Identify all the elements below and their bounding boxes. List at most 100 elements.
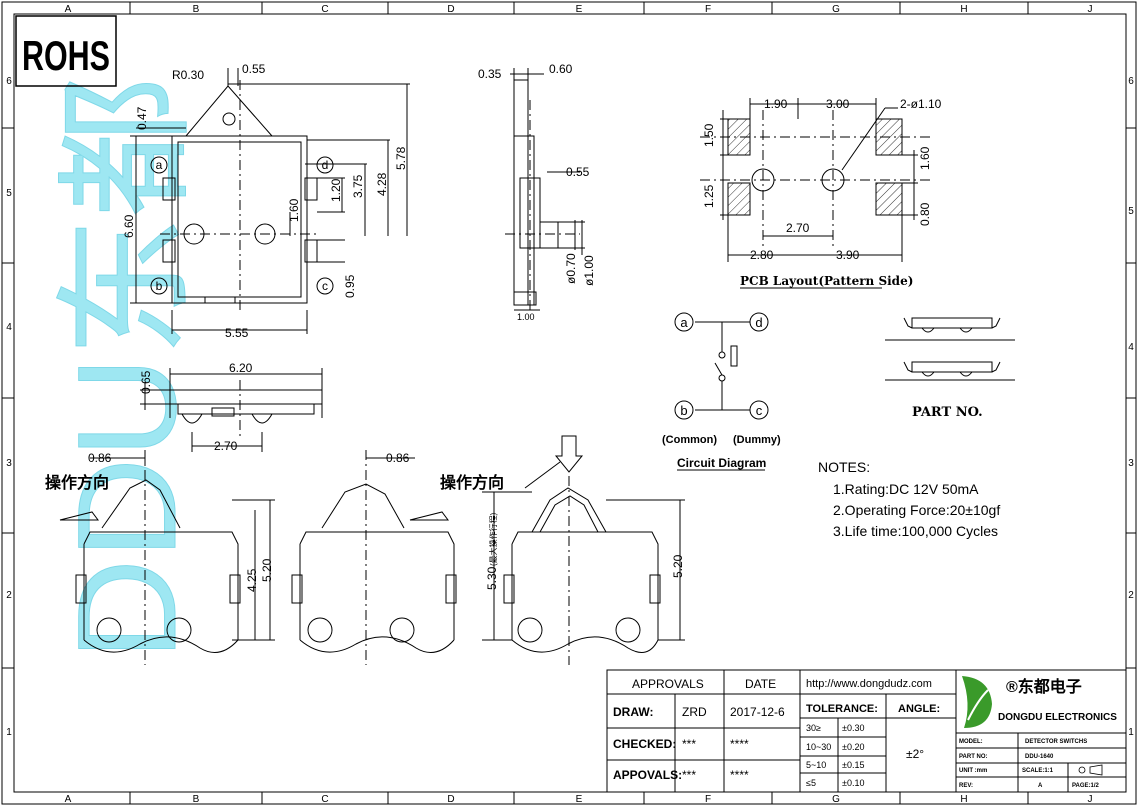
- circuit-title: Circuit Diagram: [677, 456, 766, 470]
- tb-partno-label: PART NO:: [959, 754, 988, 760]
- row-label: 3: [6, 458, 12, 469]
- pcb-dim-125: 1.25: [702, 184, 716, 208]
- col-label: E: [576, 794, 583, 805]
- dim-120: 1.20: [329, 178, 343, 202]
- dim-086b: 0.86: [386, 451, 410, 465]
- dim-065: 0.65: [139, 370, 153, 394]
- dim-530-note: (最大操作行程): [488, 512, 498, 566]
- row-label: 3: [1128, 458, 1134, 469]
- dim-660: 6.60: [122, 214, 136, 238]
- tb-tol-range: 30≥: [806, 723, 821, 733]
- terminal-a: a: [156, 158, 163, 172]
- bottom-view-dims: 6.20 0.65 2.70: [139, 361, 253, 453]
- circuit-b: b: [680, 403, 687, 418]
- watermark: DDU东都: [48, 77, 205, 660]
- row-label: 6: [6, 76, 12, 87]
- dim-375: 3.75: [351, 174, 365, 198]
- circuit-a: a: [680, 315, 688, 330]
- rohs-mark: ROHS: [22, 32, 110, 79]
- pcb-dim-300: 3.00: [826, 97, 850, 111]
- dim-620: 6.20: [229, 361, 253, 375]
- col-label: E: [576, 4, 583, 15]
- tb-page: PAGE:1/2: [1072, 783, 1100, 789]
- pcb-dim-080: 0.80: [918, 202, 932, 226]
- tb-tol-value: ±0.20: [842, 742, 864, 752]
- tb-draw: DRAW:: [613, 705, 653, 719]
- circuit-diagram: [677, 321, 765, 471]
- pcb-title: PCB Layout(Pattern Side): [740, 274, 913, 288]
- tb-tol-range: 10~30: [806, 742, 831, 752]
- side-view: [505, 68, 585, 312]
- dim-425: 4.25: [245, 568, 259, 592]
- col-label: H: [960, 4, 967, 15]
- tb-rev-label: REV:: [959, 783, 973, 789]
- tb-checked-date: ****: [730, 737, 749, 751]
- pcb-dim-160: 1.60: [918, 146, 932, 170]
- row-label: 6: [1128, 76, 1134, 87]
- row-label: 5: [6, 188, 12, 199]
- title-block-text: APPROVALS DATE http://www.dongdudz.com T…: [613, 677, 940, 788]
- tb-tol-value: ±0.15: [842, 760, 864, 770]
- circuit-terminals: a d b c: [674, 312, 769, 420]
- tb-tol-range: 5~10: [806, 760, 826, 770]
- top-view-dims: R0.30 0.55 0.47 6.60 5.78 4.28 3.75 1.20…: [122, 62, 408, 340]
- dim-060: 0.60: [549, 62, 573, 76]
- direction-label-2: 操作方向: [440, 473, 504, 492]
- dim-520a: 5.20: [260, 558, 274, 582]
- dim-555: 5.55: [225, 326, 249, 340]
- tb-appovals: APPOVALS:: [613, 768, 682, 782]
- operation-views: [59, 435, 685, 665]
- tb-website: http://www.dongdudz.com: [806, 678, 932, 690]
- direction-label-1: 操作方向: [45, 473, 109, 492]
- notes: NOTES: 1.Rating:DC 12V 50mA 2.Operating …: [818, 459, 1000, 539]
- tb-scale: SCALE:1:1: [1022, 768, 1054, 774]
- dim-086a: 0.86: [88, 451, 112, 465]
- col-label: A: [65, 794, 72, 805]
- dim-035: 0.35: [478, 67, 502, 81]
- col-label: C: [321, 4, 328, 15]
- dim-055a: 0.55: [242, 62, 266, 76]
- dim-055b: 0.55: [566, 165, 590, 179]
- dim-270: 2.70: [214, 439, 238, 453]
- row-label: 4: [6, 322, 12, 333]
- pcb-dims: 1.90 3.00 2-ø1.10 1.50 1.25 1.60 0.80 2.…: [702, 97, 942, 288]
- pcb-dim-190: 1.90: [764, 97, 788, 111]
- note-item: 2.Operating Force:20±10gf: [833, 502, 1000, 518]
- row-label: 2: [1128, 590, 1134, 601]
- dim-047: 0.47: [135, 106, 149, 130]
- circuit-labels: (Common) (Dummy) Circuit Diagram: [662, 434, 781, 470]
- tb-draw-date: 2017-12-6: [730, 705, 785, 719]
- tb-draw-by: ZRD: [682, 705, 707, 719]
- col-label: G: [832, 794, 840, 805]
- dim-095: 0.95: [343, 274, 357, 298]
- terminal-c: c: [322, 279, 328, 293]
- tb-angle-value: ±2°: [906, 747, 924, 761]
- tb-rev-value: A: [1038, 783, 1043, 789]
- tb-partno-value: DDU-1640: [1025, 754, 1054, 760]
- tb-model-value: DETECTOR SWITCHS: [1025, 739, 1087, 745]
- dim-520b: 5.20: [671, 554, 685, 578]
- circuit-dummy: (Dummy): [733, 434, 781, 446]
- pcb-dim-280: 2.80: [750, 248, 774, 262]
- dim-d100a: ø1.00: [582, 255, 596, 286]
- col-label: B: [193, 4, 200, 15]
- dim-d070: ø0.70: [564, 253, 578, 284]
- row-label: 1: [1128, 727, 1134, 738]
- dim-578: 5.78: [394, 146, 408, 170]
- pcb-dim-390: 3.90: [836, 248, 860, 262]
- col-label: A: [65, 4, 72, 15]
- bottom-view: [140, 368, 323, 452]
- part-no-label: PART NO.: [912, 405, 983, 420]
- note-item: 1.Rating:DC 12V 50mA: [833, 481, 979, 497]
- tb-unit: UNIT :mm: [959, 768, 987, 774]
- brand-logo-icon: [962, 676, 992, 728]
- brand-en: DONGDU ELECTRONICS: [998, 712, 1117, 723]
- tb-angle: ANGLE:: [898, 703, 940, 715]
- pcb-dim-150: 1.50: [702, 123, 716, 147]
- tb-date: DATE: [745, 677, 776, 691]
- circuit-d: d: [755, 315, 762, 330]
- pcb-layout: [700, 98, 930, 289]
- tb-tol-value: ±0.30: [842, 723, 864, 733]
